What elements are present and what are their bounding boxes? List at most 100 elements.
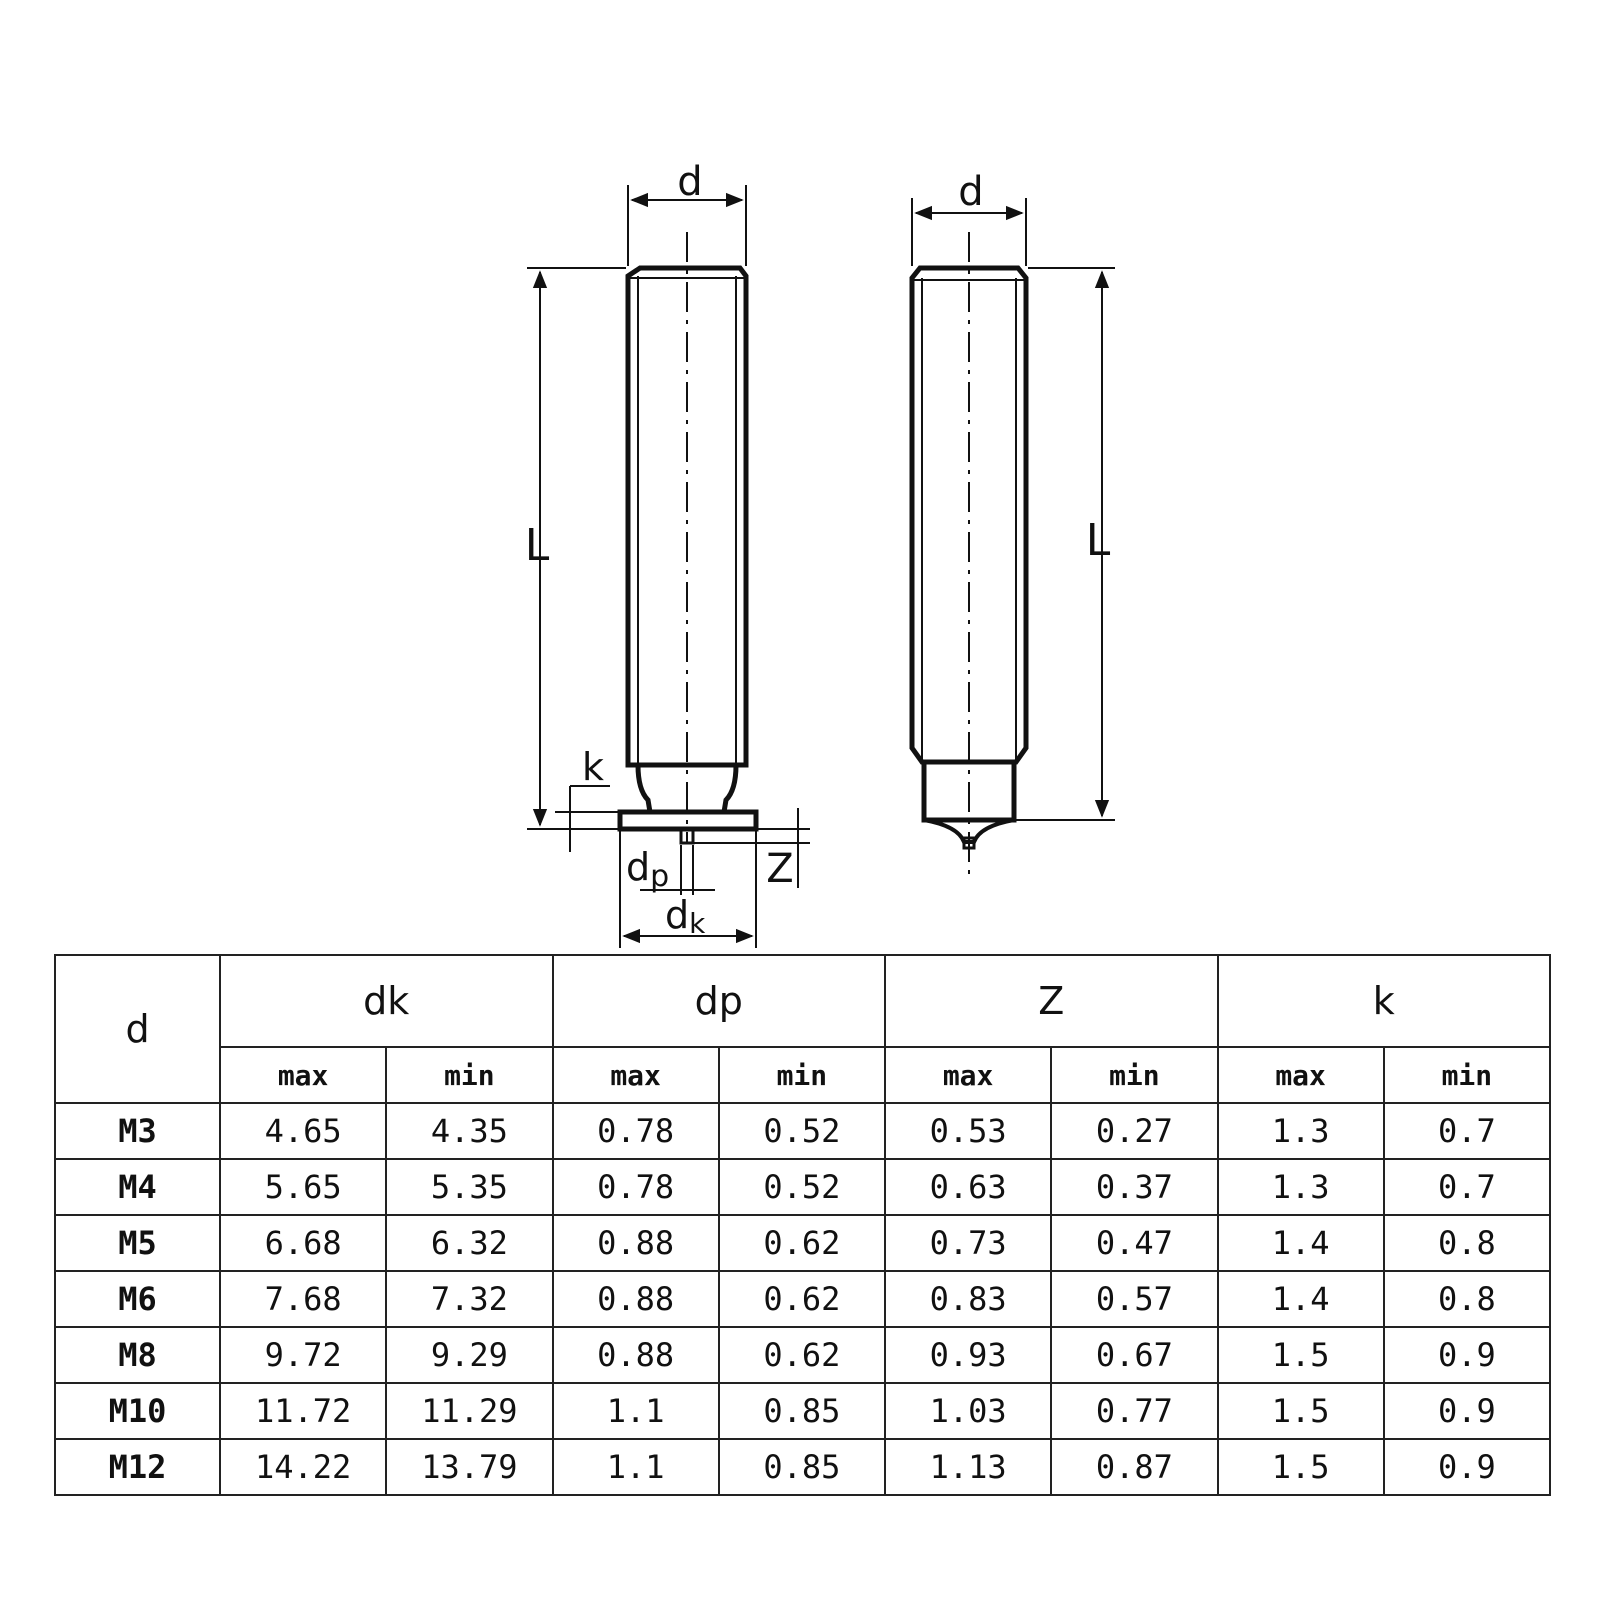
- value-cell: 4.35: [385, 1102, 554, 1160]
- value-cell: 0.7: [1382, 1158, 1552, 1216]
- value-cell: 6.32: [385, 1214, 554, 1272]
- value-cell: 0.67: [1050, 1326, 1219, 1384]
- k-max-header: max: [1216, 1046, 1385, 1104]
- size-cell: M4: [54, 1158, 221, 1216]
- value-cell: 0.57: [1050, 1270, 1219, 1328]
- table-row: M12 14.22 13.79 1.1 0.85 1.13 0.87 1.5 0…: [54, 1438, 1552, 1496]
- value-cell: 0.52: [717, 1102, 887, 1160]
- left-stud-body: [625, 265, 749, 768]
- left-stud-view: [527, 185, 810, 948]
- value-cell: 0.85: [717, 1438, 887, 1496]
- value-cell: 0.53: [883, 1102, 1053, 1160]
- value-cell: 4.65: [218, 1102, 388, 1160]
- value-cell: 6.68: [218, 1214, 388, 1272]
- value-cell: 5.65: [218, 1158, 388, 1216]
- value-cell: 1.3: [1216, 1158, 1385, 1216]
- value-cell: 0.47: [1050, 1214, 1219, 1272]
- value-cell: 1.5: [1216, 1326, 1385, 1384]
- value-cell: 0.63: [883, 1158, 1053, 1216]
- left-stud-neck: [635, 764, 739, 813]
- value-cell: 0.62: [717, 1270, 887, 1328]
- value-cell: 0.9: [1382, 1438, 1552, 1496]
- value-cell: 0.83: [883, 1270, 1053, 1328]
- table-row: M4 5.65 5.35 0.78 0.52 0.63 0.37 1.3 0.7: [54, 1158, 1552, 1216]
- table-row: M3 4.65 4.35 0.78 0.52 0.53 0.27 1.3 0.7: [54, 1102, 1552, 1160]
- size-cell: M5: [54, 1214, 221, 1272]
- value-cell: 0.62: [717, 1326, 887, 1384]
- value-cell: 13.79: [385, 1438, 554, 1496]
- left-dp-label: dp: [626, 845, 669, 894]
- value-cell: 0.77: [1050, 1382, 1219, 1440]
- value-cell: 0.9: [1382, 1326, 1552, 1384]
- value-cell: 0.27: [1050, 1102, 1219, 1160]
- stud-technical-drawing: d L k dp dk Z d L: [525, 159, 1115, 948]
- table-row: M5 6.68 6.32 0.88 0.62 0.73 0.47 1.4 0.8: [54, 1214, 1552, 1272]
- table-group-header-row: d dk dp Z k: [54, 954, 1551, 1104]
- value-cell: 0.87: [1050, 1438, 1219, 1496]
- group-header-k: k: [1216, 954, 1551, 1048]
- value-cell: 1.3: [1216, 1102, 1385, 1160]
- value-cell: 0.7: [1382, 1102, 1552, 1160]
- value-cell: 1.1: [551, 1382, 720, 1440]
- size-cell: M12: [54, 1438, 221, 1496]
- dp-max-header: max: [551, 1046, 720, 1104]
- value-cell: 0.8: [1382, 1270, 1552, 1328]
- value-cell: 7.68: [218, 1270, 388, 1328]
- dimension-spec-table: d dk dp Z k max min max min max min max …: [54, 954, 1552, 1496]
- value-cell: 5.35: [385, 1158, 554, 1216]
- group-header-dp: dp: [551, 954, 886, 1048]
- left-d-label: d: [677, 159, 702, 205]
- dp-min-header: min: [717, 1046, 887, 1104]
- dk-min-header: min: [385, 1046, 554, 1104]
- left-k-label: k: [582, 745, 604, 789]
- value-cell: 0.73: [883, 1214, 1053, 1272]
- left-stud-tip: [679, 827, 695, 845]
- left-dp-label-sub: p: [650, 859, 669, 894]
- value-cell: 1.4: [1216, 1214, 1385, 1272]
- value-cell: 0.52: [717, 1158, 887, 1216]
- k-min-header: min: [1382, 1046, 1552, 1104]
- value-cell: 11.72: [218, 1382, 388, 1440]
- right-stud-view: [909, 198, 1115, 878]
- size-cell: M10: [54, 1382, 221, 1440]
- value-cell: 14.22: [218, 1438, 388, 1496]
- value-cell: 0.37: [1050, 1158, 1219, 1216]
- table-row: M6 7.68 7.32 0.88 0.62 0.83 0.57 1.4 0.8: [54, 1270, 1552, 1328]
- value-cell: 1.5: [1216, 1438, 1385, 1496]
- value-cell: 11.29: [385, 1382, 554, 1440]
- size-cell: M8: [54, 1326, 221, 1384]
- value-cell: 9.29: [385, 1326, 554, 1384]
- value-cell: 0.62: [717, 1214, 887, 1272]
- value-cell: 1.13: [883, 1438, 1053, 1496]
- value-cell: 0.78: [551, 1102, 720, 1160]
- value-cell: 1.4: [1216, 1270, 1385, 1328]
- left-dk-label-sub: k: [689, 907, 706, 940]
- d-column-header: d: [54, 954, 221, 1104]
- value-cell: 0.9: [1382, 1382, 1552, 1440]
- value-cell: 0.88: [551, 1214, 720, 1272]
- right-L-label: L: [1086, 515, 1111, 566]
- table-row: M10 11.72 11.29 1.1 0.85 1.03 0.77 1.5 0…: [54, 1382, 1552, 1440]
- value-cell: 9.72: [218, 1326, 388, 1384]
- dk-max-header: max: [218, 1046, 388, 1104]
- right-d-label: d: [958, 169, 983, 215]
- value-cell: 0.88: [551, 1326, 720, 1384]
- value-cell: 1.03: [883, 1382, 1053, 1440]
- table-subheader-row: max min max min max min max min: [55, 1046, 1552, 1104]
- value-cell: 1.1: [551, 1438, 720, 1496]
- left-Z-label: Z: [766, 846, 793, 892]
- size-cell: M3: [54, 1102, 221, 1160]
- value-cell: 0.8: [1382, 1214, 1552, 1272]
- left-dk-label: dk: [665, 893, 706, 940]
- left-L-label: L: [525, 520, 550, 571]
- value-cell: 7.32: [385, 1270, 554, 1328]
- value-cell: 0.85: [717, 1382, 887, 1440]
- left-dk-label-main: d: [665, 893, 689, 937]
- value-cell: 0.88: [551, 1270, 720, 1328]
- group-header-z: Z: [884, 954, 1219, 1048]
- size-cell: M6: [54, 1270, 221, 1328]
- value-cell: 0.93: [883, 1326, 1053, 1384]
- z-max-header: max: [883, 1046, 1053, 1104]
- table-row: M8 9.72 9.29 0.88 0.62 0.93 0.67 1.5 0.9: [54, 1326, 1552, 1384]
- group-header-dk: dk: [219, 954, 554, 1048]
